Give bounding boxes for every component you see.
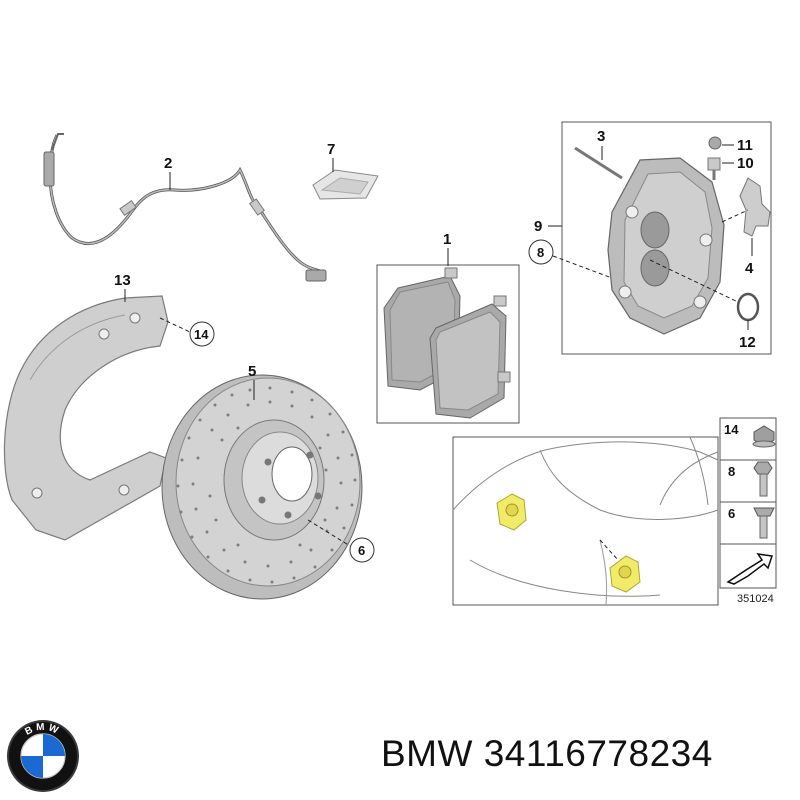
callout-6: 6 <box>358 543 365 558</box>
callout-14: 14 <box>194 327 209 342</box>
vehicle-outline <box>452 436 719 606</box>
callout-13: 13 <box>114 272 131 289</box>
legend-label-8: 8 <box>728 464 735 479</box>
bleeder-valve <box>707 157 721 171</box>
callout-9: 9 <box>534 218 542 235</box>
brake-caliper <box>607 157 725 335</box>
hex-bolt-icon <box>753 461 773 497</box>
callout-1: 1 <box>443 231 451 248</box>
countersunk-screw-icon <box>753 507 775 539</box>
brake-pads <box>383 267 511 419</box>
callout-3: 3 <box>597 128 605 145</box>
part-number-caption: BMW 34116778234 <box>381 733 713 774</box>
legend-label-6: 6 <box>728 506 735 521</box>
flange-bolt-icon <box>752 425 776 448</box>
callout-5: 5 <box>248 363 256 380</box>
callout-2: 2 <box>164 155 172 172</box>
view-direction-arrow-icon <box>726 553 773 585</box>
brake-disc <box>161 374 363 600</box>
callout-8: 8 <box>537 245 544 260</box>
hardware-legend: 14 8 6 <box>719 417 777 589</box>
bmw-logo: BMW <box>7 720 79 792</box>
callout-4: 4 <box>745 260 754 277</box>
dust-shield <box>3 295 169 541</box>
caliper-location-highlight <box>496 493 641 593</box>
logo-letters: BMW <box>23 722 59 738</box>
vehicle-location-frame <box>452 436 719 606</box>
spring-clip <box>739 177 771 237</box>
callout-11: 11 <box>737 137 753 154</box>
callout-12: 12 <box>739 334 756 351</box>
legend-label-14: 14 <box>724 422 739 437</box>
diagram-code: 351024 <box>737 593 774 605</box>
callout-7: 7 <box>327 141 335 158</box>
grease-packet <box>312 169 379 200</box>
callout-10: 10 <box>737 155 754 172</box>
drill-holes <box>176 386 357 584</box>
svg-text:BMW: BMW <box>23 722 62 738</box>
bleeder-cap <box>708 136 722 150</box>
wear-sensor-cable <box>43 133 327 282</box>
